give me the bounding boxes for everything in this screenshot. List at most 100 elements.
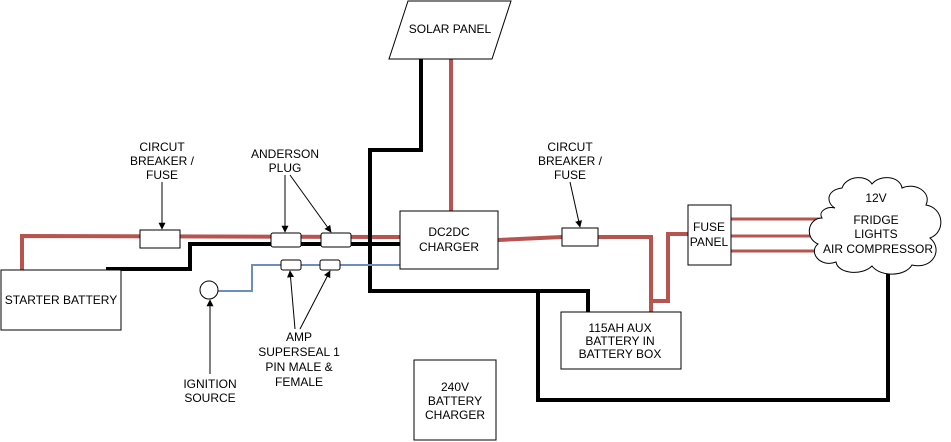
svg-text:CHARGER: CHARGER	[425, 408, 485, 422]
circuit-breaker-right-caption: CIRCUT BREAKER / FUSE	[538, 140, 603, 182]
superseal-connector-1	[280, 259, 302, 271]
loads-label-line-3: LIGHTS	[854, 227, 897, 241]
ignition-source	[199, 280, 219, 300]
ignition-source-caption: IGNITION SOURCE	[183, 377, 236, 405]
anderson-plug-1	[270, 232, 302, 248]
anderson-plug-caption: ANDERSON PLUG	[251, 147, 319, 175]
circuit-breaker-right-box	[561, 227, 599, 247]
cb-left-line-3: FUSE	[146, 168, 178, 182]
loads-cloud-shape	[808, 177, 942, 275]
battery-charger-label-line-1: 240V	[441, 380, 469, 394]
circuit-breaker-left-box	[139, 229, 181, 249]
svg-text:SOLAR PANEL: SOLAR PANEL	[409, 22, 492, 36]
cb-left-line-1: CIRCUT	[139, 140, 185, 154]
starter-battery: STARTER BATTERY	[0, 269, 122, 331]
svg-text:AIR COMPRESSOR: AIR COMPRESSOR	[823, 242, 933, 256]
solar-panel-label: SOLAR PANEL	[409, 22, 492, 36]
svg-text:SOURCE: SOURCE	[184, 391, 235, 405]
anderson-plugs	[270, 232, 352, 248]
dc2dc-label-line-1: DC2DC	[428, 225, 470, 239]
battery-charger-240v-box	[413, 359, 497, 441]
superseal-connector-2	[319, 259, 341, 271]
svg-text:BATTERY IN: BATTERY IN	[585, 334, 654, 348]
amp-line-2: SUPERSEAL 1	[258, 345, 340, 359]
circuit-breaker-right	[561, 227, 599, 247]
svg-text:CIRCUT: CIRCUT	[139, 140, 185, 154]
svg-text:12V: 12V	[865, 191, 886, 205]
anderson-line-2: PLUG	[269, 161, 302, 175]
starter-battery-label: STARTER BATTERY	[5, 293, 117, 307]
battery-charger-240v: 240V BATTERY CHARGER	[413, 359, 497, 441]
svg-text:ANDERSON: ANDERSON	[251, 147, 319, 161]
svg-text:STARTER BATTERY: STARTER BATTERY	[5, 293, 117, 307]
solar-panel-shape	[388, 0, 512, 60]
arrow-superseal-1	[287, 270, 296, 330]
circuit-breaker-left-caption: CIRCUT BREAKER / FUSE	[130, 140, 195, 182]
superseal-connectors	[280, 259, 341, 271]
load-negative-wire	[536, 270, 890, 402]
svg-text:FUSE: FUSE	[693, 220, 725, 234]
dc2dc-charger-box	[399, 210, 499, 270]
arrow-anderson-2	[289, 174, 332, 233]
svg-text:LIGHTS: LIGHTS	[854, 227, 897, 241]
dc2dc-label-line-2: CHARGER	[419, 240, 479, 254]
anderson-line-1: ANDERSON	[251, 147, 319, 161]
svg-text:FUSE: FUSE	[146, 168, 178, 182]
svg-text:FRIDGE: FRIDGE	[853, 213, 898, 227]
loads-label-line-4: AIR COMPRESSOR	[823, 242, 933, 256]
svg-text:BREAKER /: BREAKER /	[130, 154, 195, 168]
dc2dc-output-wire	[497, 235, 563, 242]
svg-text:115AH AUX: 115AH AUX	[588, 321, 651, 335]
solar-panel: SOLAR PANEL	[388, 0, 512, 60]
battery-charger-label-line-3: CHARGER	[425, 408, 485, 422]
svg-text:DC2DC: DC2DC	[428, 225, 470, 239]
svg-text:SUPERSEAL 1: SUPERSEAL 1	[258, 345, 340, 359]
cb-right-line-1: CIRCUT	[547, 140, 593, 154]
ignition-source-symbol	[199, 280, 219, 300]
aux-battery-label-line-1: 115AH AUX	[588, 321, 651, 335]
svg-text:CHARGER: CHARGER	[419, 240, 479, 254]
arrows	[158, 174, 583, 374]
amp-line-3: PIN MALE &	[265, 360, 332, 374]
ignition-wire	[218, 264, 400, 292]
aux-battery-label-line-3: BATTERY BOX	[579, 347, 662, 361]
amp-line-1: AMP	[286, 330, 312, 344]
svg-text:FEMALE: FEMALE	[275, 375, 323, 389]
cb-right-line-2: BREAKER /	[538, 154, 603, 168]
fuse-panel: FUSE PANEL	[687, 204, 732, 266]
cb-left-line-2: BREAKER /	[130, 154, 195, 168]
battery-charger-label-line-2: BATTERY	[428, 394, 482, 408]
arrow-cb-right	[569, 181, 583, 228]
arrow-superseal-2	[299, 270, 331, 330]
fuse-panel-label-line-1: FUSE	[693, 220, 725, 234]
fuse-panel-feed-wire	[651, 232, 688, 303]
aux-battery: 115AH AUX BATTERY IN BATTERY BOX	[560, 311, 682, 370]
amp-superseal-caption: AMP SUPERSEAL 1 PIN MALE & FEMALE	[258, 330, 340, 389]
fuse-panel-label-line-2: PANEL	[690, 235, 729, 249]
svg-text:CIRCUT: CIRCUT	[547, 140, 593, 154]
starter-battery-box	[0, 269, 122, 331]
svg-text:240V: 240V	[441, 380, 469, 394]
ignition-line-1: IGNITION	[183, 377, 236, 391]
ignition-line-2: SOURCE	[184, 391, 235, 405]
svg-text:FUSE: FUSE	[554, 168, 586, 182]
loads-label-line-1: 12V	[865, 191, 886, 205]
aux-battery-label-line-2: BATTERY IN	[585, 334, 654, 348]
loads-cloud: 12V FRIDGE LIGHTS AIR COMPRESSOR	[808, 177, 942, 275]
circuit-breaker-left	[139, 229, 181, 249]
loads-label-line-2: FRIDGE	[853, 213, 898, 227]
amp-line-4: FEMALE	[275, 375, 323, 389]
svg-text:BREAKER /: BREAKER /	[538, 154, 603, 168]
aux-positive-wire	[598, 235, 653, 312]
anderson-plug-2	[320, 232, 352, 248]
svg-text:PIN MALE &: PIN MALE &	[265, 360, 332, 374]
svg-text:BATTERY BOX: BATTERY BOX	[579, 347, 662, 361]
svg-text:PANEL: PANEL	[690, 235, 729, 249]
fuse-panel-box	[687, 204, 732, 266]
svg-text:AMP: AMP	[286, 330, 312, 344]
cb-right-line-3: FUSE	[554, 168, 586, 182]
svg-text:BATTERY: BATTERY	[428, 394, 482, 408]
svg-text:PLUG: PLUG	[269, 161, 302, 175]
aux-battery-box	[560, 311, 682, 370]
